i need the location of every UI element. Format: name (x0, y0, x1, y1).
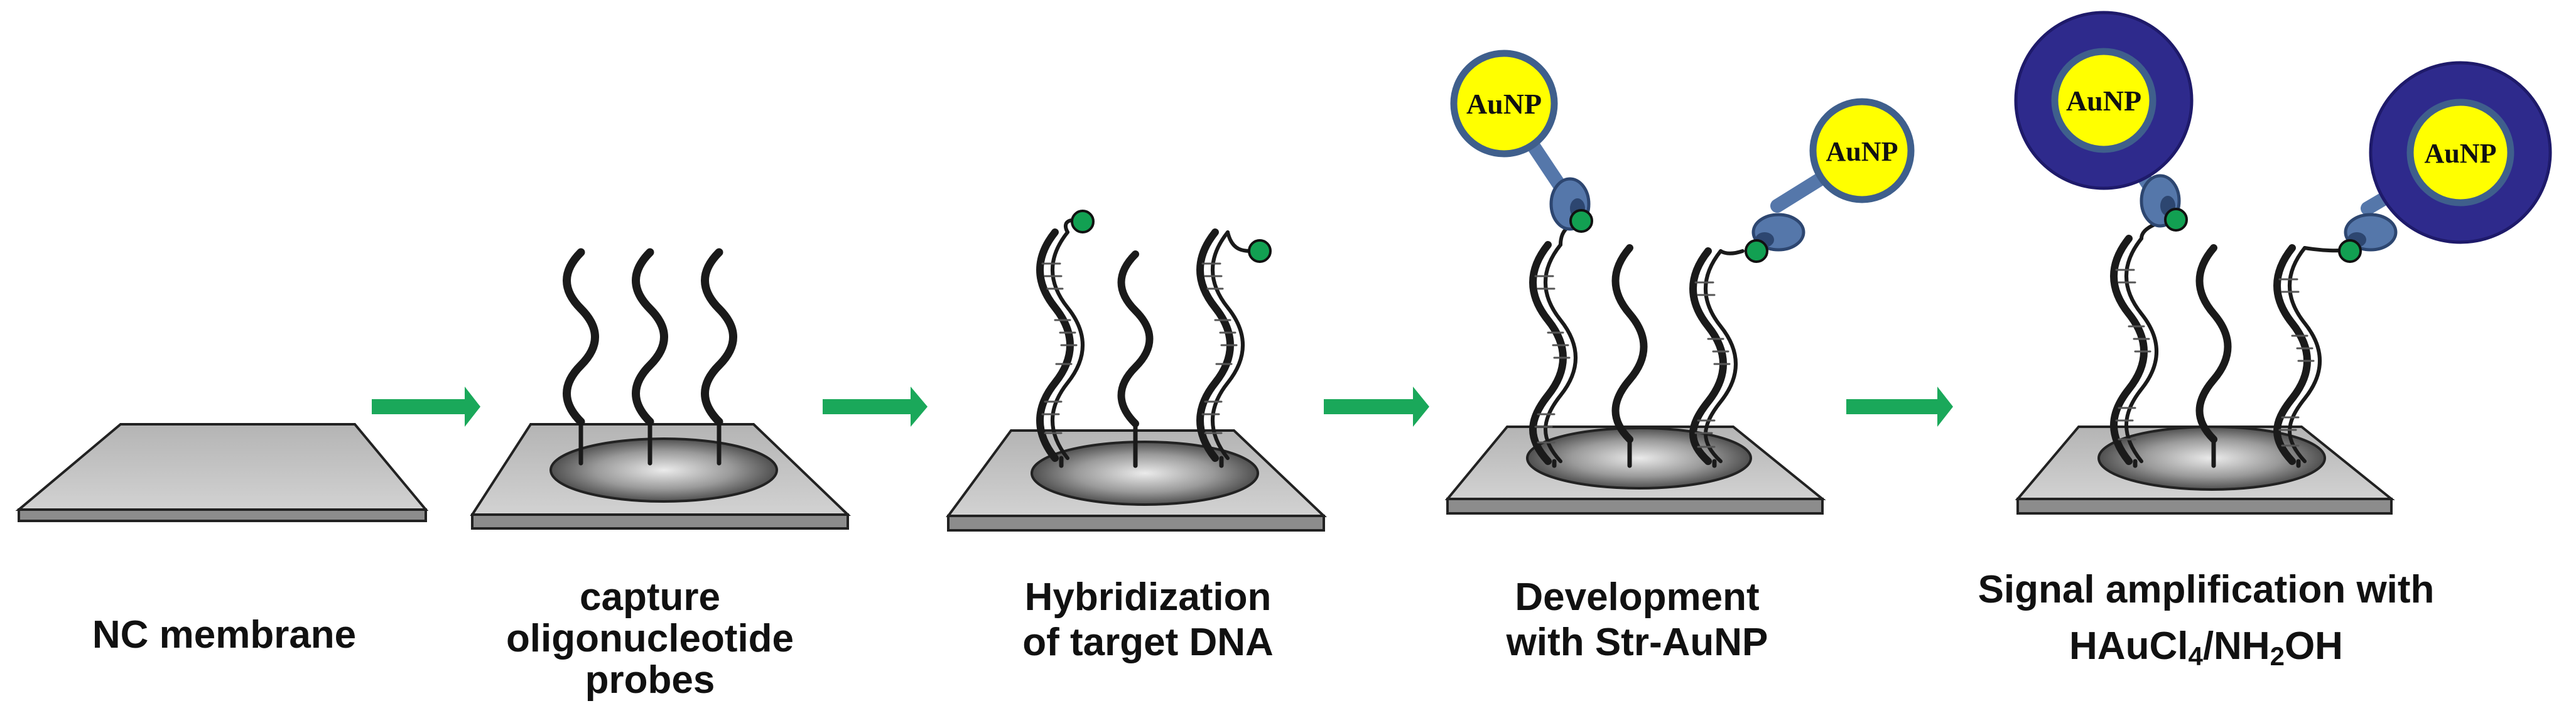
caption-step-1: NC membrane (92, 613, 356, 656)
caption-line: of target DNA (1022, 621, 1274, 664)
caption-line: probes (585, 658, 715, 702)
membrane-icon (946, 429, 1328, 532)
biotin-icon (1248, 239, 1272, 263)
biotin-icon (2338, 239, 2362, 263)
svg-text:AuNP: AuNP (2425, 138, 2497, 169)
step-5-signal-amplification: AuNP AuNP (2014, 11, 2552, 515)
dna-strand-icon (563, 248, 737, 466)
caption-step-3: Hybridization of target DNA (1022, 576, 1274, 664)
caption-line: Hybridization (1025, 576, 1272, 619)
step-3-hybridization (946, 210, 1328, 532)
caption-line: with Str-AuNP (1506, 621, 1768, 664)
caption-step-4: Development with Str-AuNP (1506, 576, 1768, 664)
membrane-icon (15, 423, 429, 522)
dna-strand-icon (1036, 218, 1255, 468)
membrane-icon (470, 423, 851, 530)
gold-nanoparticle-icon: AuNP (2014, 11, 2194, 190)
gold-nanoparticle-icon: AuNP (1809, 98, 1915, 203)
arrow-icon (823, 387, 928, 427)
caption-line: Development (1515, 576, 1759, 619)
step-1-nc-membrane (15, 423, 429, 522)
gold-nanoparticle-icon: AuNP (1450, 50, 1558, 158)
biotin-icon (1569, 209, 1593, 233)
arrow-icon (1846, 387, 1953, 427)
step-2-capture-probes (470, 248, 851, 530)
svg-text:AuNP: AuNP (2066, 85, 2141, 117)
caption-line: oligonucleotide (506, 617, 794, 660)
caption-line: NC membrane (92, 613, 356, 656)
caption-line: Signal amplification with (1978, 568, 2435, 611)
membrane-icon (2015, 426, 2395, 515)
biotin-icon (1071, 210, 1095, 233)
svg-text:AuNP: AuNP (1466, 88, 1542, 120)
step-4-development: AuNP AuNP (1444, 50, 1915, 515)
svg-text:AuNP: AuNP (1826, 136, 1898, 167)
arrow-icon (1324, 387, 1429, 427)
dna-strand-icon (1529, 221, 1745, 468)
biotin-icon (2164, 208, 2188, 232)
formula: HAuCl4/NH2OH (2069, 624, 2343, 671)
caption-step-2: capture oligonucleotide probes (506, 576, 794, 702)
biotin-icon (1745, 239, 1768, 263)
arrow-icon (372, 387, 480, 427)
gold-nanoparticle-icon: AuNP (2369, 61, 2552, 244)
membrane-icon (1444, 426, 1826, 515)
streptavidin-icon (1751, 213, 1805, 252)
caption-line: capture (580, 576, 720, 619)
caption-step-5: Signal amplification with HAuCl4/NH2OH (1978, 568, 2435, 671)
